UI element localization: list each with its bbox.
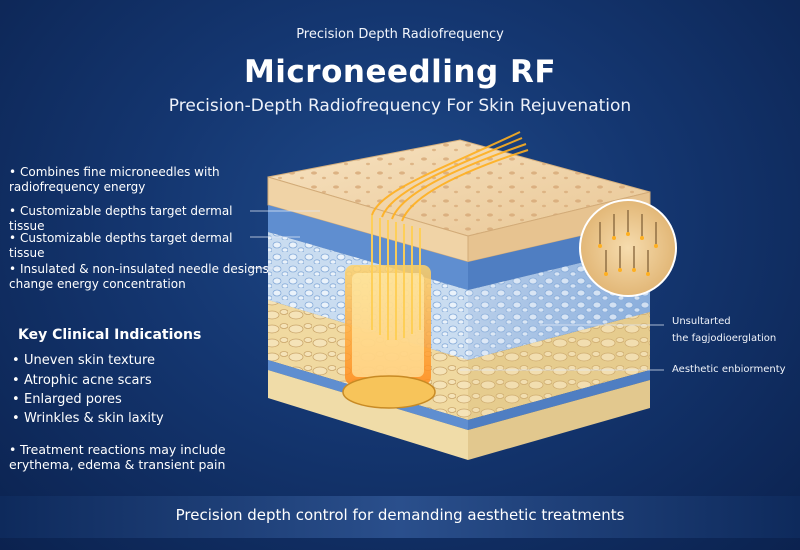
indication-item: Atrophic acne scars <box>12 373 152 388</box>
feature-bullet-4: Insulated & non-insulated needle designs… <box>9 262 271 292</box>
indication-item: Enlarged pores <box>12 392 122 407</box>
footer-bar <box>0 496 800 538</box>
right-label-3: Aesthetic enbiormenty <box>672 364 786 375</box>
indications-heading: Key Clinical Indications <box>18 327 202 343</box>
needle-magnification-circle <box>579 199 677 297</box>
right-label-2: the fagjodioerglation <box>672 333 777 344</box>
bottom-layer <box>268 360 650 460</box>
feature-bullet-3: Customizable depths target dermal tissue <box>9 231 271 261</box>
indication-item: Wrinkles & skin laxity <box>12 411 164 426</box>
reactions-note: Treatment reactions may include erythema… <box>9 442 271 472</box>
feature-bullet-1: Combines fine microneedles with radiofre… <box>9 165 271 195</box>
indication-item: Uneven skin texture <box>12 353 155 368</box>
top-label: Precision Depth Radiofrequency <box>296 27 504 42</box>
right-label-1: Unsultarted <box>672 316 731 327</box>
footer-text: Precision depth control for demanding ae… <box>175 506 625 524</box>
energy-streams <box>371 131 529 222</box>
microneedle-array <box>371 215 421 340</box>
feature-bullet-2: Customizable depths target dermal tissue <box>9 204 271 234</box>
page-subtitle: Precision-Depth Radiofrequency For Skin … <box>168 96 632 116</box>
page-title: Microneedling RF <box>243 54 557 90</box>
